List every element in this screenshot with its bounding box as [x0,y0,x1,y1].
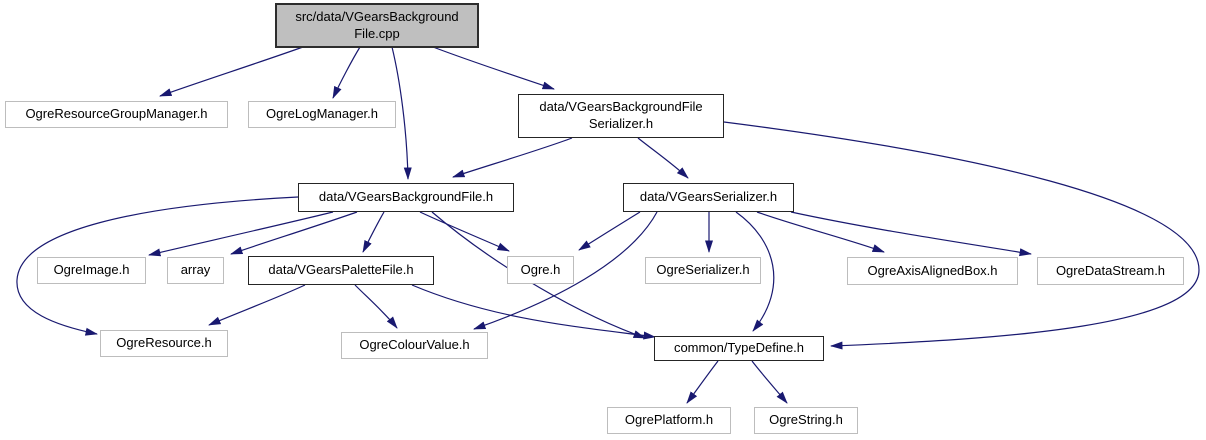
edge-vgears-serializer-to-ogre [578,211,641,251]
node-ogre-log-manager: OgreLogManager.h [248,101,396,128]
edge-palette-file-to-ogre-colour-value [354,284,398,329]
edge-vgears-serializer-to-ogre-colour-value [473,211,658,330]
edge-background-file-to-ogre-image [148,211,334,257]
edge-background-file-serializer-to-vgears-serializer [637,137,689,179]
edge-type-define-to-ogre-platform [686,360,719,404]
edge-background-file-serializer-to-type-define [723,121,1200,350]
edge-vgears-serializer-to-ogre-data-stream [790,211,1032,257]
node-ogre-resource-group-manager: OgreResourceGroupManager.h [5,101,228,128]
node-ogre-serializer: OgreSerializer.h [645,257,761,284]
node-cpp: src/data/VGearsBackground File.cpp [275,3,479,48]
edge-group [16,46,1200,404]
edge-background-file-serializer-to-background-file [452,137,573,178]
edge-type-define-to-ogre-string [751,360,788,404]
edge-vgears-serializer-to-ogre-axis-aligned-box [756,211,885,253]
node-ogre: Ogre.h [507,256,574,284]
node-ogre-string: OgreString.h [754,407,858,434]
edge-background-file-to-palette-file [362,211,385,253]
edge-cpp-to-ogre-resource-group-manager [159,46,304,97]
node-ogre-colour-value: OgreColourValue.h [341,332,488,359]
edge-cpp-to-background-file [391,46,412,180]
node-ogre-resource: OgreResource.h [100,330,228,357]
edge-palette-file-to-type-define [411,284,656,340]
node-ogre-data-stream: OgreDataStream.h [1037,257,1184,285]
node-ogre-platform: OgrePlatform.h [607,407,731,434]
edge-palette-file-to-ogre-resource [208,284,306,326]
edge-cpp-to-ogre-log-manager [332,46,361,99]
node-array: array [167,257,224,284]
edge-background-file-to-array [230,211,358,255]
node-ogre-image: OgreImage.h [37,257,146,284]
node-vgears-serializer[interactable]: data/VGearsSerializer.h [623,183,794,212]
node-palette-file[interactable]: data/VGearsPaletteFile.h [248,256,434,285]
node-ogre-axis-aligned-box: OgreAxisAlignedBox.h [847,257,1018,285]
node-type-define[interactable]: common/TypeDefine.h [654,336,824,361]
edge-background-file-to-ogre [419,211,510,252]
edge-background-file-to-ogre-resource [16,196,299,336]
edge-vgears-serializer-to-type-define [735,211,775,332]
node-background-file[interactable]: data/VGearsBackgroundFile.h [298,183,514,212]
node-background-file-serializer[interactable]: data/VGearsBackgroundFile Serializer.h [518,94,724,138]
edge-cpp-to-background-file-serializer [432,46,555,90]
